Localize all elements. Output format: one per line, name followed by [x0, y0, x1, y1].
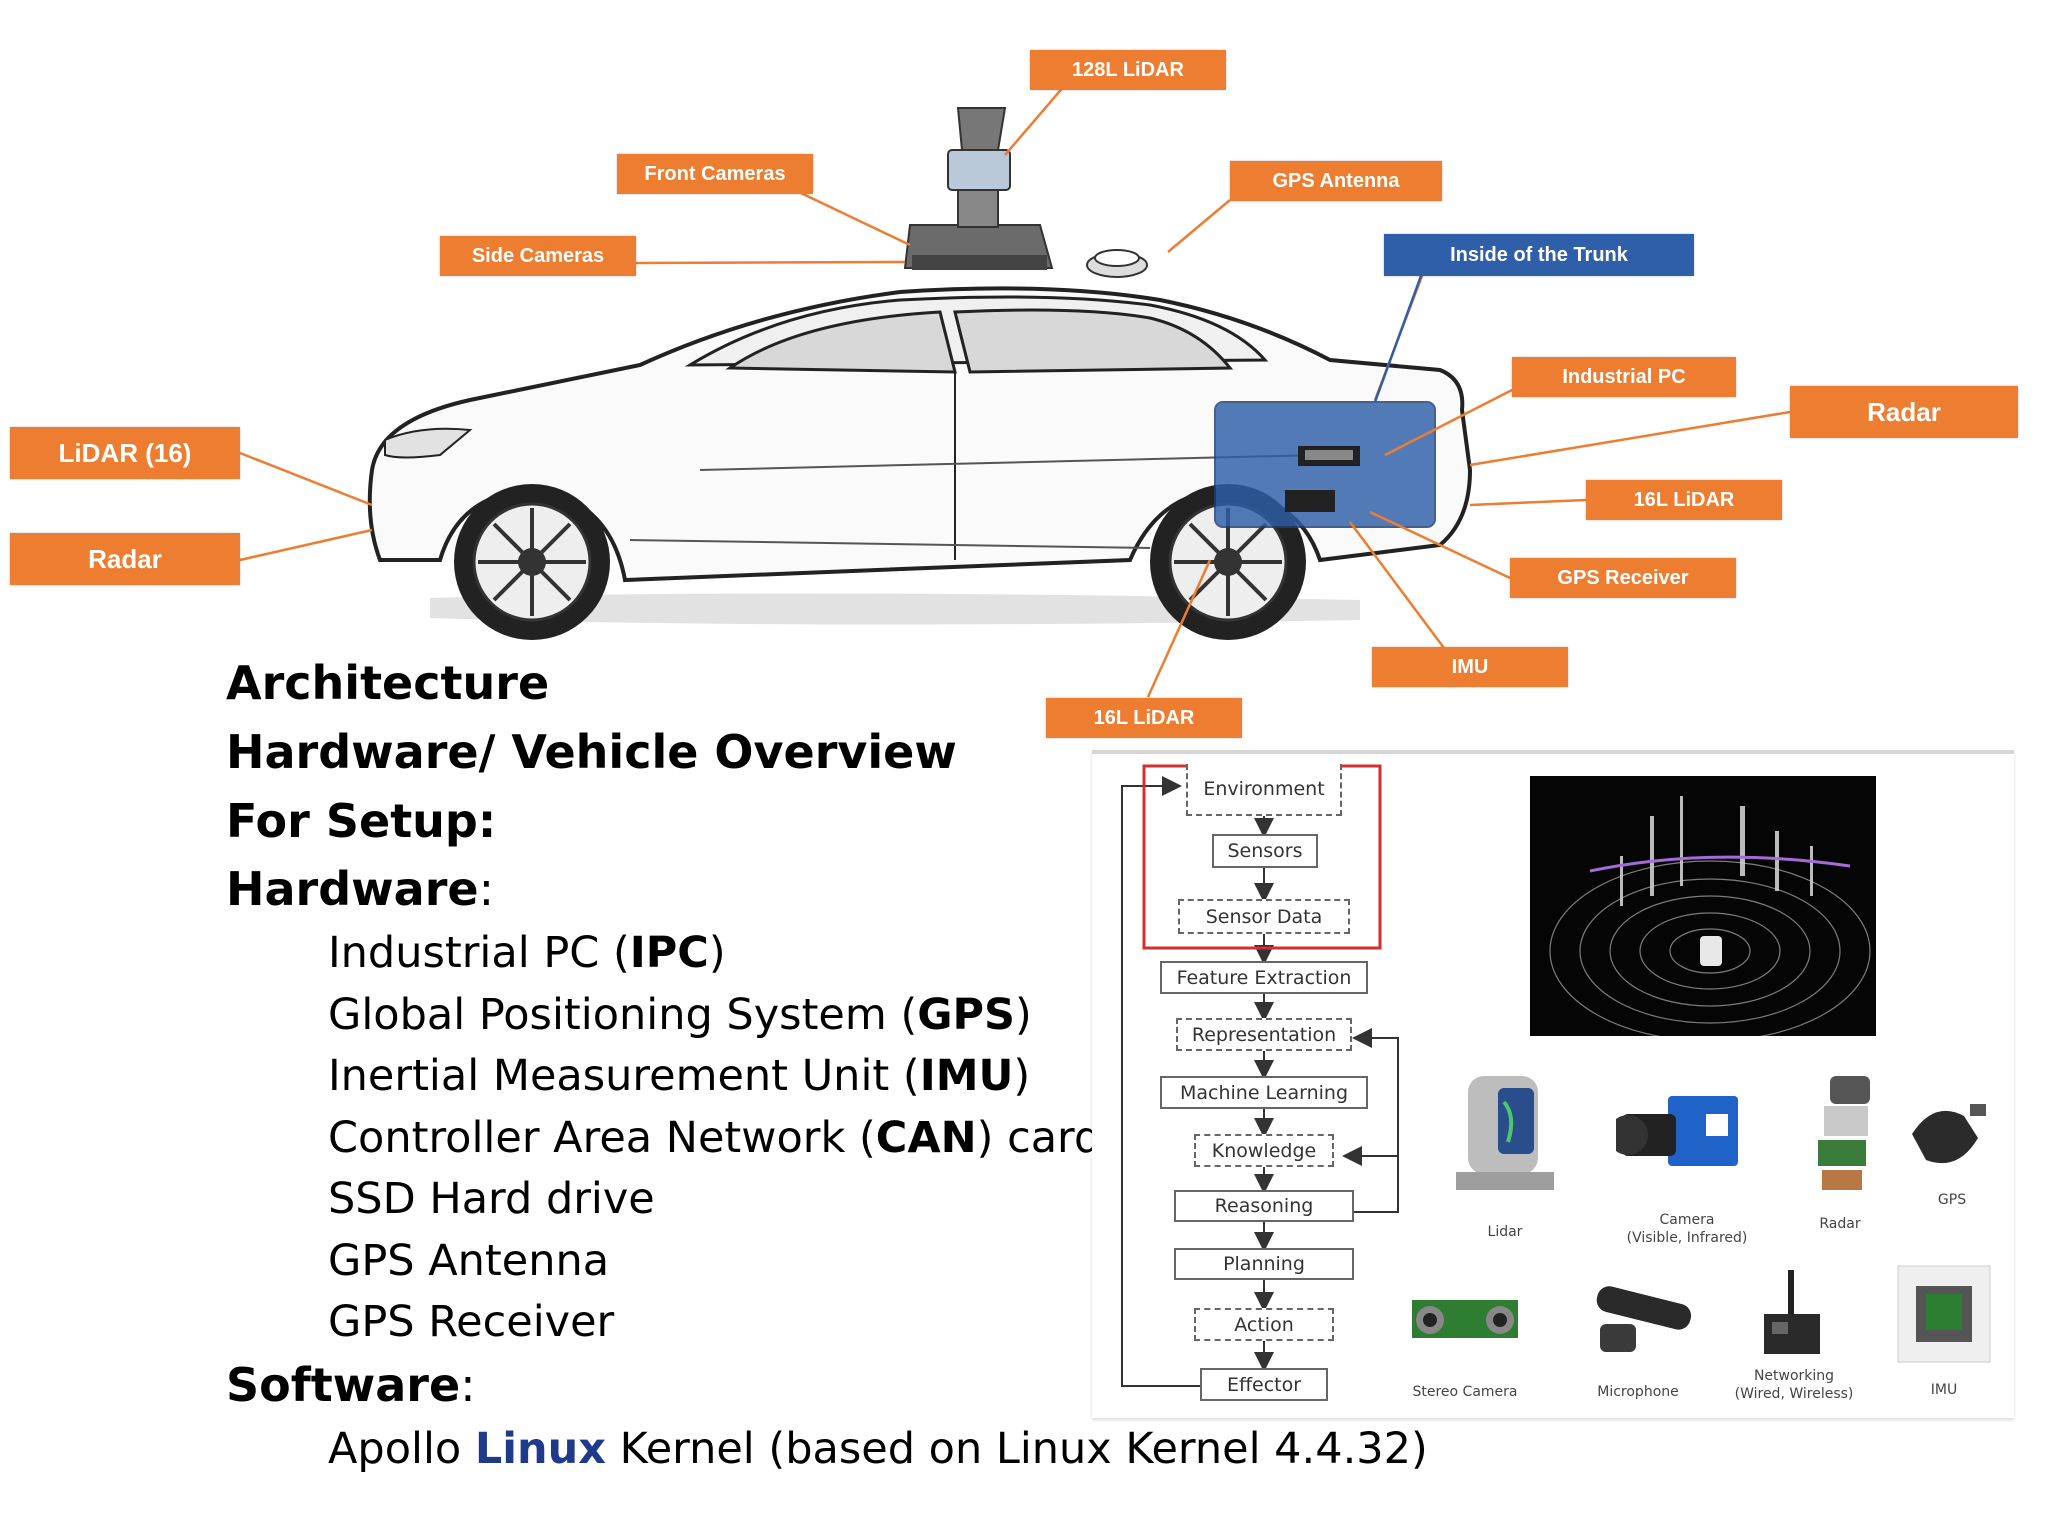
- hw-item-gps-receiver: GPS Receiver: [328, 1297, 615, 1347]
- sensor-caption-gps: GPS: [1937, 1192, 1967, 1208]
- sensor-caption-radar: Radar: [1819, 1216, 1861, 1232]
- hw-item-ssd: SSD Hard drive: [328, 1174, 655, 1224]
- sensor-caption-imu: IMU: [1930, 1382, 1958, 1398]
- flow-step-representation: Representation: [1176, 1018, 1352, 1051]
- sensing-diagram-panel: Environment Sensors Sensor Data Feature …: [1092, 750, 2014, 1418]
- heading-hardware: Hardware:: [226, 866, 494, 912]
- gps-device-icon: [1912, 1104, 1986, 1164]
- heading-overview: Hardware/ Vehicle Overview: [226, 725, 957, 779]
- sensor-caption-microphone: Microphone: [1597, 1384, 1679, 1400]
- hardware-colon: :: [478, 862, 495, 916]
- flow-step-reasoning: Reasoning: [1174, 1190, 1354, 1222]
- hw-item-imu: Inertial Measurement Unit (IMU): [328, 1051, 1031, 1101]
- networking-device-icon: [1764, 1270, 1820, 1354]
- front-wheel: [454, 484, 610, 640]
- hw-item-gps-antenna: GPS Antenna: [328, 1236, 610, 1286]
- label-lidar-16-front: LiDAR (16): [10, 427, 240, 479]
- sensor-caption-stereo-camera: Stereo Camera: [1412, 1384, 1518, 1400]
- car-window-front: [725, 310, 957, 374]
- label-16l-lidar-bottom: 16L LiDAR: [1046, 698, 1242, 738]
- rear-wheel: [1150, 484, 1306, 640]
- car-window-rear: [953, 308, 1234, 374]
- label-radar-rear: Radar: [1790, 386, 2018, 438]
- heading-software: Software:: [226, 1362, 476, 1408]
- flow-step-effector: Effector: [1200, 1368, 1328, 1401]
- sensor-caption-networking: Networking(Wired, Wireless): [1734, 1368, 1854, 1402]
- lidar-point-cloud-image: [1530, 776, 1876, 1036]
- microphone-device-icon: [1596, 1286, 1692, 1352]
- flow-step-machine-learning: Machine Learning: [1160, 1076, 1368, 1109]
- lidar-device-icon: [1456, 1076, 1554, 1190]
- label-industrial-pc: Industrial PC: [1512, 357, 1736, 397]
- hw-item-can: Controller Area Network (CAN) card: [328, 1113, 1102, 1163]
- software-colon: :: [460, 1358, 476, 1412]
- camera-device-icon: [1616, 1096, 1738, 1166]
- flow-step-knowledge: Knowledge: [1194, 1134, 1334, 1167]
- label-side-cameras: Side Cameras: [440, 236, 636, 276]
- hw-item-ipc: Industrial PC (IPC): [328, 928, 726, 978]
- flow-step-sensor-data: Sensor Data: [1178, 899, 1350, 934]
- hardware-word: Hardware: [226, 862, 479, 916]
- hw-item-gps: Global Positioning System (GPS): [328, 990, 1032, 1040]
- gps-antenna-disc: [1086, 249, 1148, 278]
- sensor-caption-camera: Camera(Visible, Infrared): [1626, 1212, 1748, 1246]
- label-imu: IMU: [1372, 647, 1568, 687]
- label-16l-lidar-rear: 16L LiDAR: [1586, 480, 1782, 520]
- flow-step-feature-extraction: Feature Extraction: [1160, 961, 1368, 994]
- software-word: Software: [226, 1358, 461, 1412]
- flow-step-environment: Environment: [1186, 764, 1342, 816]
- label-gps-receiver: GPS Receiver: [1510, 558, 1736, 598]
- linux-link: Linux: [474, 1424, 606, 1474]
- flow-step-sensors: Sensors: [1212, 834, 1318, 868]
- label-radar-front: Radar: [10, 533, 240, 585]
- sw-item-apollo: Apollo Linux Kernel (based on Linux Kern…: [328, 1424, 1428, 1474]
- radar-device-icon: [1818, 1076, 1870, 1190]
- sensor-caption-lidar: Lidar: [1487, 1224, 1523, 1240]
- label-gps-antenna: GPS Antenna: [1230, 161, 1442, 201]
- heading-for-setup: For Setup:: [226, 794, 497, 848]
- roof-sensor-rack: [903, 107, 1054, 270]
- imu-device-icon: [1897, 1265, 1991, 1363]
- label-front-cameras: Front Cameras: [617, 154, 813, 194]
- trunk-overlay: [1214, 401, 1436, 528]
- label-128l-lidar: 128L LiDAR: [1030, 50, 1226, 90]
- heading-architecture: Architecture: [226, 656, 550, 710]
- stereo-camera-device-icon: [1412, 1300, 1518, 1338]
- flow-step-planning: Planning: [1174, 1248, 1354, 1280]
- flow-step-action: Action: [1194, 1308, 1334, 1341]
- label-inside-trunk: Inside of the Trunk: [1384, 234, 1694, 276]
